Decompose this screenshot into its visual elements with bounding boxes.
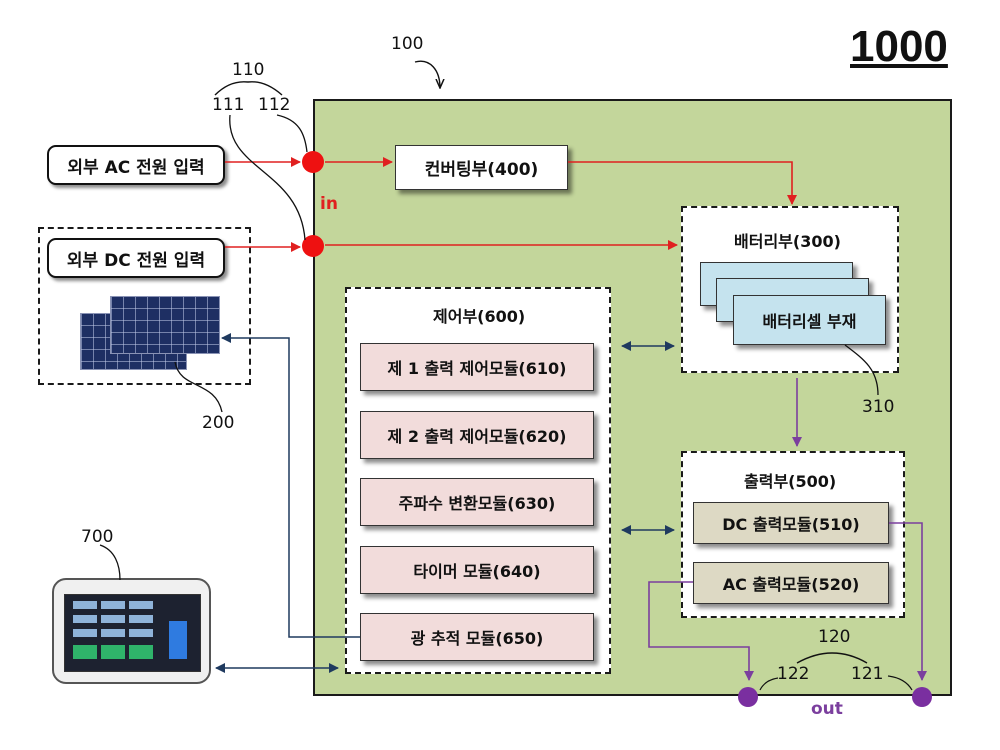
ac-output-to-port-line	[649, 582, 749, 680]
port-122-leader	[760, 678, 778, 690]
ref-121: 121	[851, 664, 883, 684]
ref-112-leader	[277, 115, 307, 152]
ac-input-node	[302, 151, 324, 173]
output-port-121	[912, 687, 932, 707]
out-port-label: out	[811, 699, 843, 719]
tracking-to-solar-line	[222, 338, 360, 637]
ref-700: 700	[81, 527, 113, 547]
in-port-label: in	[320, 194, 338, 214]
ref-110-brace	[215, 82, 282, 95]
ref-200-leader	[175, 362, 222, 412]
ref-111-leader	[230, 115, 305, 240]
port-121-leader	[888, 676, 912, 690]
ref-310: 310	[862, 397, 894, 417]
figure-number: 1000	[850, 22, 948, 72]
ref-120-brace	[797, 653, 867, 663]
ref-700-leader	[100, 545, 120, 580]
output-port-122	[738, 687, 758, 707]
dc-output-to-port-line	[889, 523, 922, 680]
ref-122: 122	[777, 664, 809, 684]
ref-200: 200	[202, 413, 234, 433]
ref-100: 100	[391, 34, 423, 54]
battery-unit-title: 배터리부(300)	[734, 228, 841, 252]
control-unit-title: 제어부(600)	[433, 303, 525, 327]
ref-120: 120	[818, 627, 850, 647]
ref-310-leader	[845, 345, 878, 395]
ref-111: 111	[212, 95, 244, 115]
converter-to-battery-line	[568, 162, 792, 204]
output-unit-title: 출력부(500)	[744, 468, 836, 492]
ref-112: 112	[258, 95, 290, 115]
ref-100-leader	[415, 61, 440, 88]
ref-110: 110	[232, 60, 264, 80]
